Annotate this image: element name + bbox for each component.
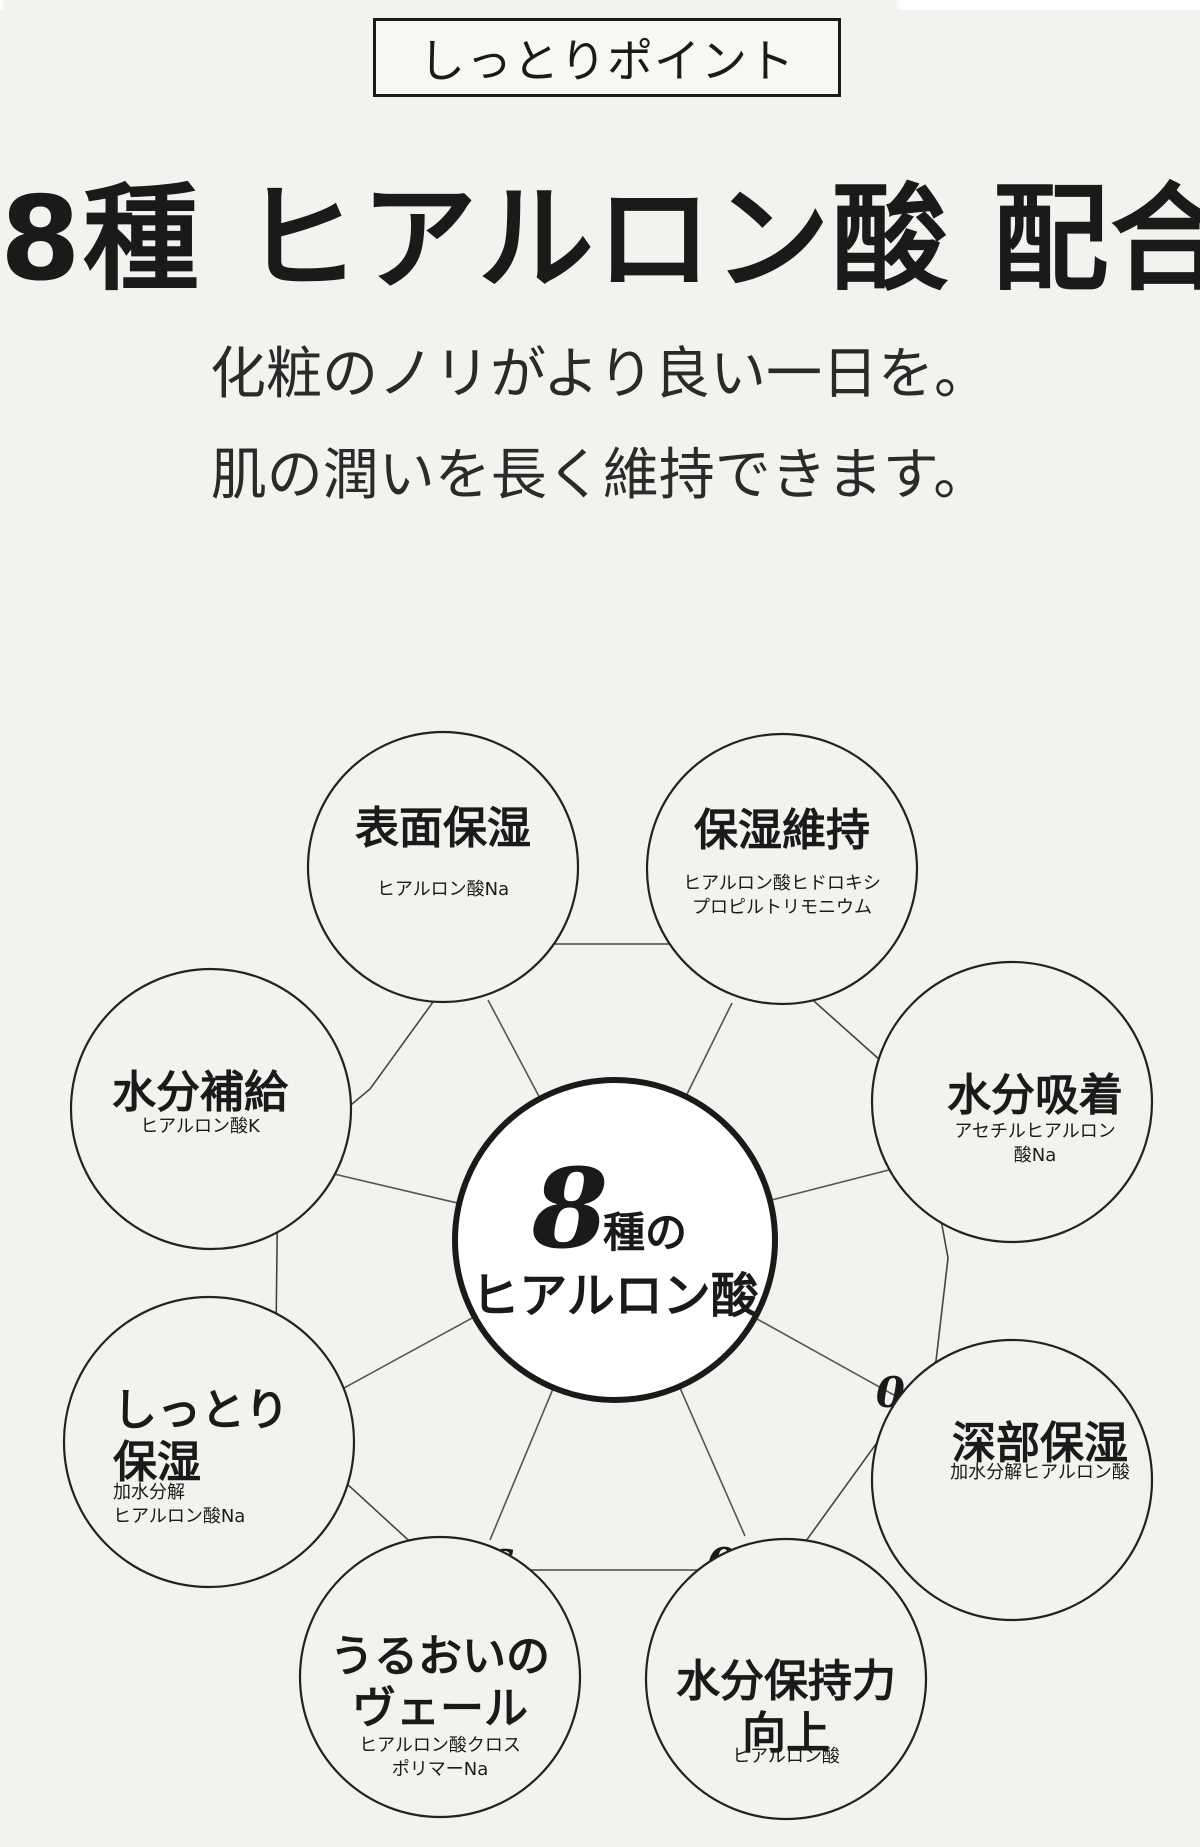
section-badge: しっとりポイント [373,18,841,97]
connector-line-4 [754,1317,911,1405]
node-ingredient: ヒアルロン酸Na [113,1506,245,1527]
node-circle [644,1537,928,1821]
node-ingredient: ヒアルロン酸 [732,1746,840,1767]
node-ingredient: プロピルトリモニウム [692,897,872,918]
node-circle [69,967,353,1251]
node-ingredient: ヒアルロン酸K [140,1116,261,1137]
node-title: 水分補給 [112,1067,289,1118]
node-circle [645,732,919,1006]
node-ingredient: 加水分解ヒアルロン酸 [950,1462,1130,1483]
node-title: ヴェール [352,1683,528,1734]
diagram-nodes: 表面保湿ヒアルロン酸Na保湿維持ヒアルロン酸ヒドロキシプロピルトリモニウム水分吸… [62,730,1154,1821]
hyaluronic-acid-diagram: 0102030405060708 表面保湿ヒアルロン酸Na保湿維持ヒアルロン酸ヒ… [62,730,1154,1821]
connector-line-1 [487,999,541,1099]
node-title: 向上 [742,1708,830,1759]
center-circle [452,1077,778,1403]
node-title: 深部保湿 [952,1418,1128,1469]
center-label: ヒアルロン酸 [471,1268,760,1324]
badge-label: しっとりポイント [419,33,795,88]
center-number: 8 [531,1144,609,1273]
node-title: 水分吸着 [947,1070,1123,1121]
node-title: 保湿維持 [694,805,870,856]
node-circle [870,960,1154,1244]
node-ingredient: ヒアルロン酸Na [377,879,509,900]
node-title: しっとり [113,1385,289,1436]
node-ingredient: アセチルヒアルロン [954,1121,1115,1142]
node-circle [870,1338,1154,1622]
node-circle [62,1295,356,1589]
node-ingredient: 酸Na [1014,1145,1057,1166]
node-title: 水分保持力 [676,1656,896,1707]
connector-line-2 [685,1002,733,1097]
node-circle [298,1535,582,1819]
node-ingredient: ポリマーNa [392,1759,489,1780]
subtitle-line-2: 肌の潤いを長く維持できます。 [210,443,990,508]
page-headline: 8種 ヒアルロン酸 配合 [0,172,1200,307]
diagram-connectors [299,999,921,1541]
node-title: うるおいの [330,1631,550,1682]
connector-line-5 [678,1386,746,1537]
node-ingredient: ヒアルロン酸クロス [359,1735,521,1756]
subtitle-line-1: 化粧のノリがより良い一日を。 [209,342,991,407]
top-edge-decoration [0,0,1200,10]
node-circle [306,730,580,1004]
node-title: 保湿 [113,1437,201,1488]
connector-line-6 [489,1387,555,1541]
node-ingredient: ヒアルロン酸ヒドロキシ [683,873,881,894]
center-suffix: 種の [603,1208,687,1257]
node-title: 表面保湿 [355,803,531,854]
node-ingredient: 加水分解 [113,1482,185,1503]
